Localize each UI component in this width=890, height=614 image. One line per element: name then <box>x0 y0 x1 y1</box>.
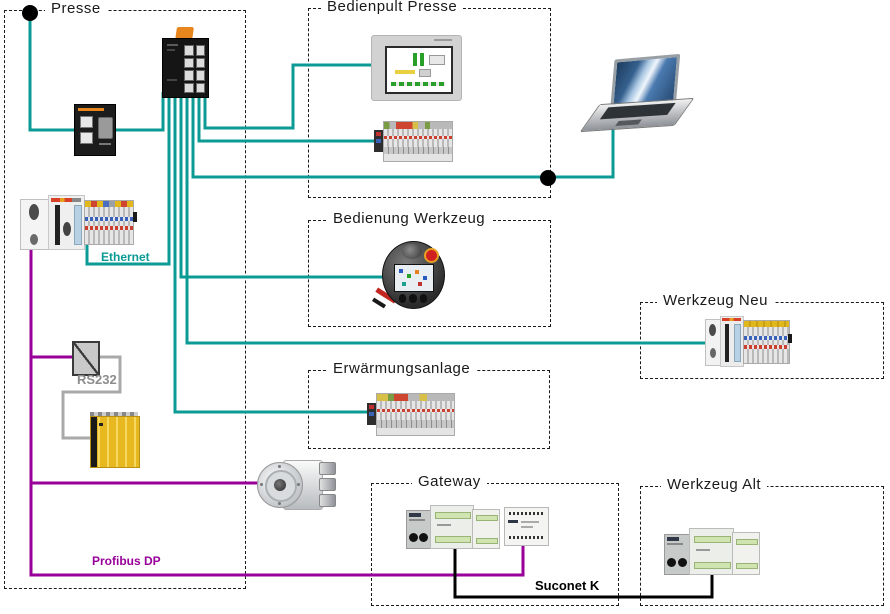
converter-rj45-port <box>80 132 93 144</box>
encoder-shaft <box>274 479 286 491</box>
converter-dsub-port <box>98 117 113 139</box>
panel-body <box>382 241 445 309</box>
handheld-operator-panel <box>372 241 445 309</box>
switch-rj45-ports <box>184 45 205 93</box>
io-terminal-strip-erwaermung <box>367 393 455 436</box>
plc-cpu-section <box>406 510 432 549</box>
gateway-bus-module <box>504 507 549 546</box>
plc-terminal <box>419 533 428 542</box>
group-box-presse: Presse #stage .dbox span{left:40px} <box>4 0 246 589</box>
plc-io-terminals <box>743 320 790 364</box>
laptop <box>579 53 695 133</box>
plc-cpu-module <box>48 195 85 250</box>
werkzeug-neu-plc <box>705 316 792 367</box>
plc-io-section <box>732 532 760 575</box>
panel-screen <box>394 264 434 292</box>
group-label-bedienpult-presse: Bedienpult Presse <box>321 0 464 15</box>
rotary-encoder <box>257 457 336 512</box>
rs232-label: RS232 <box>77 372 117 387</box>
laptop-base <box>579 97 695 133</box>
group-label-erwaermungsanlage: Erwärmungsanlage <box>327 360 477 377</box>
group-label-werkzeug-neu: Werkzeug Neu <box>657 292 774 309</box>
plc-bus-connector <box>788 334 792 343</box>
suconet-k-label: Suconet K <box>535 578 600 593</box>
laptop-keyboard <box>599 102 676 120</box>
encoder-connector <box>319 494 336 507</box>
encoder-connector <box>319 478 336 491</box>
ethernet-switch <box>162 27 209 98</box>
touch-panel-hmi <box>371 35 462 101</box>
switch-body <box>162 38 209 98</box>
safety-relay-group <box>90 410 140 468</box>
plc-terminal <box>409 533 418 542</box>
safety-relay-modules <box>90 416 140 468</box>
plc-bus-connector <box>133 212 137 222</box>
plc-cpu-section <box>664 534 691 575</box>
plc-io-section <box>430 505 474 549</box>
panel-buttons <box>399 294 427 303</box>
group-label-bedienung-werkzeug: Bedienung Werkzeug <box>327 210 492 227</box>
plc-cpu-module <box>720 316 744 367</box>
group-label-gateway: Gateway <box>412 473 487 490</box>
plc-io-section <box>472 509 500 549</box>
encoder-connector <box>319 462 336 475</box>
strip-bus-connector <box>374 130 383 152</box>
gateway-plc <box>406 503 500 549</box>
group-label-werkzeug-alt: Werkzeug Alt <box>661 476 768 493</box>
converter-rj45-port <box>80 116 93 128</box>
laptop-touchpad <box>615 119 642 126</box>
emergency-stop-button <box>424 248 439 263</box>
plc-io-terminals <box>84 200 134 245</box>
media-converter <box>74 104 116 156</box>
press-plc <box>20 195 137 250</box>
strip-body <box>376 393 455 436</box>
group-label-presse: Presse <box>45 0 107 17</box>
strip-bus-connector <box>367 403 376 425</box>
plc-terminal <box>667 558 676 567</box>
encoder-flange <box>257 462 303 508</box>
io-terminal-strip-bedienpult <box>374 121 453 162</box>
rs232-converter <box>72 341 100 376</box>
plc-io-section <box>689 528 734 575</box>
panel-knob <box>402 244 422 259</box>
profibus-dp-label: Profibus DP <box>92 554 161 568</box>
plc-power-module <box>705 319 721 366</box>
plc-terminal <box>678 558 687 567</box>
strip-body <box>383 121 453 162</box>
hmi-screen <box>385 46 453 94</box>
plc-power-module <box>20 199 49 250</box>
werkzeug-alt-plc <box>664 526 760 575</box>
converter-body <box>74 104 116 156</box>
ethernet-label: Ethernet <box>101 250 150 264</box>
